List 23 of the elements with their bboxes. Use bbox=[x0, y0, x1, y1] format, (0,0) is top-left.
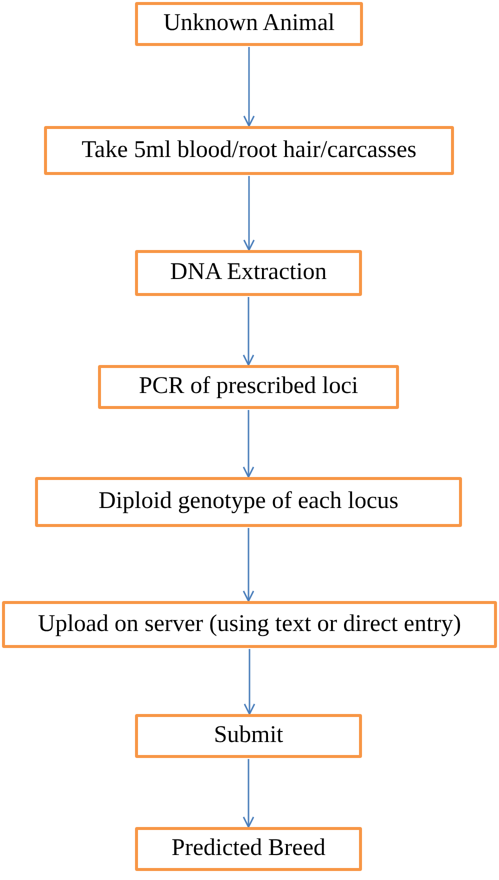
step-label: Upload on server (using text or direct entry) bbox=[38, 610, 462, 638]
process-box bbox=[135, 2, 363, 46]
step-label: Take 5ml blood/root hair/carcasses bbox=[82, 136, 416, 164]
step-label: Diploid genotype of each locus bbox=[98, 488, 398, 516]
arrow bbox=[243, 47, 255, 127]
process-box bbox=[135, 827, 362, 871]
arrow bbox=[242, 528, 254, 602]
arrow bbox=[242, 297, 254, 366]
arrow bbox=[242, 410, 254, 478]
process-box bbox=[135, 714, 362, 758]
arrow bbox=[243, 176, 255, 251]
process-box bbox=[44, 126, 454, 175]
process-box bbox=[2, 601, 497, 648]
arrow bbox=[244, 649, 256, 715]
process-box bbox=[35, 477, 462, 527]
process-box bbox=[135, 250, 362, 296]
step-label: Unknown Animal bbox=[163, 10, 335, 38]
process-box bbox=[98, 365, 399, 409]
arrow bbox=[242, 759, 254, 828]
step-label: DNA Extraction bbox=[170, 259, 327, 287]
step-label: PCR of prescribed loci bbox=[138, 373, 358, 401]
step-label: Predicted Breed bbox=[172, 835, 326, 863]
step-label: Submit bbox=[214, 722, 284, 750]
